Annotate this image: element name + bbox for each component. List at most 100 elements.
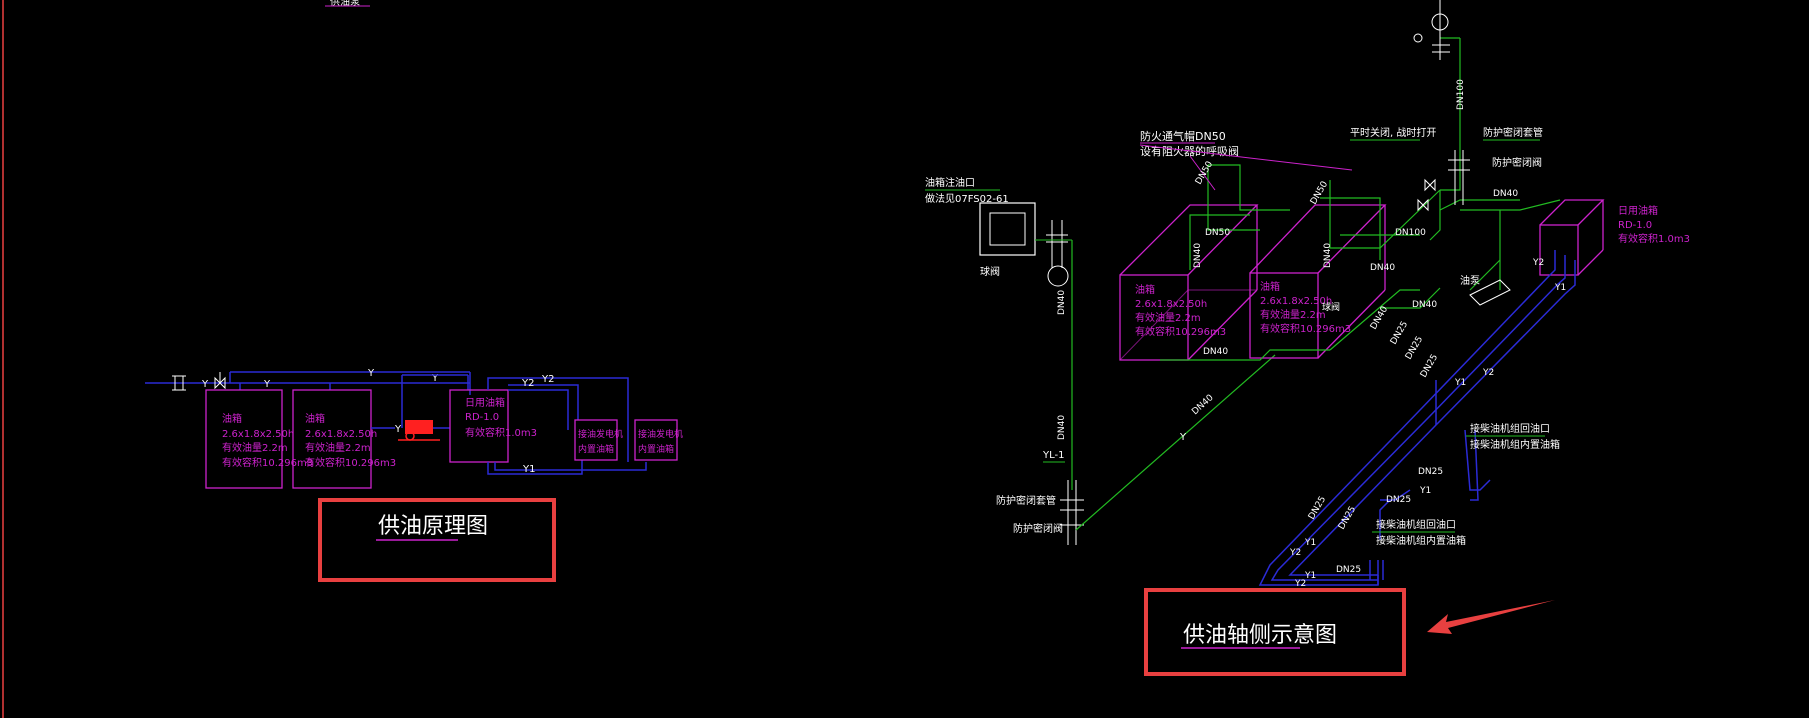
top-vent-cap-icon bbox=[1413, 0, 1450, 60]
tank-b-vol: 有效容积10.296m3 bbox=[1260, 322, 1351, 335]
dn-label: DN40 bbox=[1057, 290, 1067, 315]
fill-port-box bbox=[979, 202, 1036, 256]
pipe-label-y: Y bbox=[263, 379, 271, 390]
pipe-label-y1: Y1 bbox=[1454, 378, 1466, 388]
dn-label: DN25 bbox=[1389, 320, 1410, 347]
day-tank bbox=[449, 389, 509, 463]
day-tank-name: 日用油箱 bbox=[1618, 204, 1658, 217]
tank-1-size: 2.6x1.8x2.50h bbox=[222, 429, 294, 440]
gen-2-line1: 接油发电机 bbox=[638, 428, 683, 440]
dn-label: DN25 bbox=[1337, 505, 1358, 532]
iso-day-tank bbox=[1539, 199, 1605, 276]
vent-label: 防火通气帽DN50 bbox=[1140, 129, 1226, 143]
tank-b-name: 油箱 bbox=[1260, 280, 1280, 293]
protect-valve-bottom-icon bbox=[1060, 480, 1084, 545]
dn-label: DN25 bbox=[1404, 335, 1425, 362]
tank-1-oil: 有效油量2.2m bbox=[222, 441, 288, 454]
dn-label: DN100 bbox=[1395, 228, 1426, 238]
tank-1-volume: 有效容积10.296m3 bbox=[222, 456, 313, 469]
pipe-y2-loop bbox=[487, 377, 629, 462]
fill-port-label: 油箱注油口 bbox=[925, 176, 975, 189]
pipe-label-y2: Y2 bbox=[541, 374, 554, 385]
inlet-valve-icon bbox=[172, 375, 186, 391]
tank-b-size: 2.6x1.8x2.50h bbox=[1260, 296, 1332, 307]
oil-tank-2 bbox=[292, 389, 372, 489]
iso-tank-a bbox=[1119, 204, 1259, 361]
day-tank-model: RD-1.0 bbox=[465, 412, 499, 423]
dn-label: DN40 bbox=[1323, 243, 1333, 268]
pipe-label-y: Y bbox=[201, 379, 209, 390]
pipe-label-y1: Y1 bbox=[1304, 538, 1316, 548]
pipe-label-y: Y bbox=[431, 373, 439, 384]
pipe-label-y: Y bbox=[394, 424, 402, 435]
blue-pipe-bundle bbox=[1258, 250, 1576, 586]
return-port-label-2: 接柴油机组回油口 bbox=[1376, 518, 1456, 531]
dn-label: DN25 bbox=[1336, 565, 1361, 575]
pipe-label-y2: Y2 bbox=[1289, 548, 1301, 558]
oil-tank-1 bbox=[205, 389, 283, 489]
dn-label: DN25 bbox=[1386, 495, 1411, 505]
dn-label: DN50 bbox=[1194, 160, 1215, 187]
tank-b-oil: 有效油量2.2m bbox=[1260, 308, 1326, 321]
pipe-label-y1: Y1 bbox=[522, 464, 535, 475]
return-port-label: 接柴油机组回油口 bbox=[1470, 422, 1550, 435]
tank-2-size: 2.6x1.8x2.50h bbox=[305, 429, 377, 440]
tank-2-volume: 有效容积10.296m3 bbox=[305, 456, 396, 469]
dn-label: DN50 bbox=[1205, 228, 1230, 238]
dn-label: DN40 bbox=[1193, 243, 1203, 268]
pipe-y: Y bbox=[1179, 432, 1187, 443]
axonometric-diagram: DN100 防火通气帽DN50 设有阻火器的呼吸阀 平时关闭, 战时打开 防护密… bbox=[925, 0, 1690, 676]
schematic-title: 供油原理图 bbox=[378, 514, 488, 539]
gen-1-line1: 接油发电机 bbox=[578, 428, 623, 440]
gate-valve-icon bbox=[214, 372, 226, 390]
tank-2-name: 油箱 bbox=[305, 412, 325, 425]
highlight-box-schematic bbox=[318, 498, 556, 582]
protect-valve-bottom: 防护密闭阀 bbox=[1013, 522, 1063, 535]
fill-std-label: 做法见07FS02-61 bbox=[925, 192, 1009, 205]
dn-label: DN40 bbox=[1057, 415, 1067, 440]
pipe-y1-loop bbox=[487, 460, 583, 475]
iso-tank-b bbox=[1249, 204, 1387, 359]
dn-label: DN100 bbox=[1456, 79, 1466, 110]
return-tank-label-2: 接柴油机组内置油箱 bbox=[1376, 534, 1466, 547]
dn-label: DN25 bbox=[1418, 467, 1443, 477]
dn-label: DN40 bbox=[1493, 189, 1518, 199]
supply-diagonal bbox=[1075, 354, 1276, 531]
tank-2-oil: 有效油量2.2m bbox=[305, 441, 371, 454]
yl-label: YL-1 bbox=[1042, 450, 1064, 461]
dn-label: DN40 bbox=[1370, 263, 1395, 273]
schematic-diagram: Y Y Y Y Y 油箱 2.6x1.8x2.50h 有效油量2.2m 有效容积… bbox=[145, 368, 683, 582]
tank-b-valve: 球阀 bbox=[1322, 301, 1340, 313]
protect-pipe-top: 防护密闭套管 bbox=[1483, 126, 1543, 139]
vent-pipe-network bbox=[1189, 214, 1250, 270]
red-arrow-icon bbox=[1427, 600, 1555, 634]
return-tank-label: 接柴油机组内置油箱 bbox=[1470, 438, 1560, 451]
pipe-label-y2: Y2 bbox=[1482, 368, 1494, 378]
axonometric-title: 供油轴侧示意图 bbox=[1183, 623, 1337, 648]
tank-a-vol: 有效容积10.296m3 bbox=[1135, 325, 1226, 338]
pipe-label-y1: Y1 bbox=[1419, 486, 1431, 496]
tank-a-oil: 有效油量2.2m bbox=[1135, 311, 1201, 324]
dn-label: DN40 bbox=[1369, 305, 1390, 332]
dn-label: DN25 bbox=[1419, 353, 1440, 380]
highlight-box-axonometric bbox=[1144, 588, 1406, 676]
day-tank-name: 日用油箱 bbox=[465, 396, 505, 409]
day-tank-model: RD-1.0 bbox=[1618, 220, 1652, 231]
generator-tank-1 bbox=[574, 419, 618, 461]
tank-1-name: 油箱 bbox=[222, 412, 242, 425]
gen-1-line2: 内置油箱 bbox=[578, 443, 614, 455]
day-tank-volume: 有效容积1.0m3 bbox=[1618, 232, 1690, 245]
pump-label: 油泵 bbox=[1460, 274, 1480, 287]
pipe-label-y1: Y1 bbox=[1304, 571, 1316, 581]
dn-label: DN40 bbox=[1203, 347, 1228, 357]
dn-label: DN50 bbox=[1309, 180, 1330, 207]
pipe-label-y2: Y2 bbox=[1294, 579, 1306, 589]
dn-label: DN40 bbox=[1412, 300, 1437, 310]
oil-pump-icon bbox=[398, 420, 440, 441]
protect-pipe-bottom: 防护密闭套管 bbox=[996, 494, 1056, 507]
tank-a-size: 2.6x1.8x2.50h bbox=[1135, 299, 1207, 310]
pipe-label-y2: Y2 bbox=[521, 378, 534, 389]
pipe-label-y2: Y2 bbox=[1532, 258, 1544, 268]
tank-a-name: 油箱 bbox=[1135, 283, 1155, 296]
